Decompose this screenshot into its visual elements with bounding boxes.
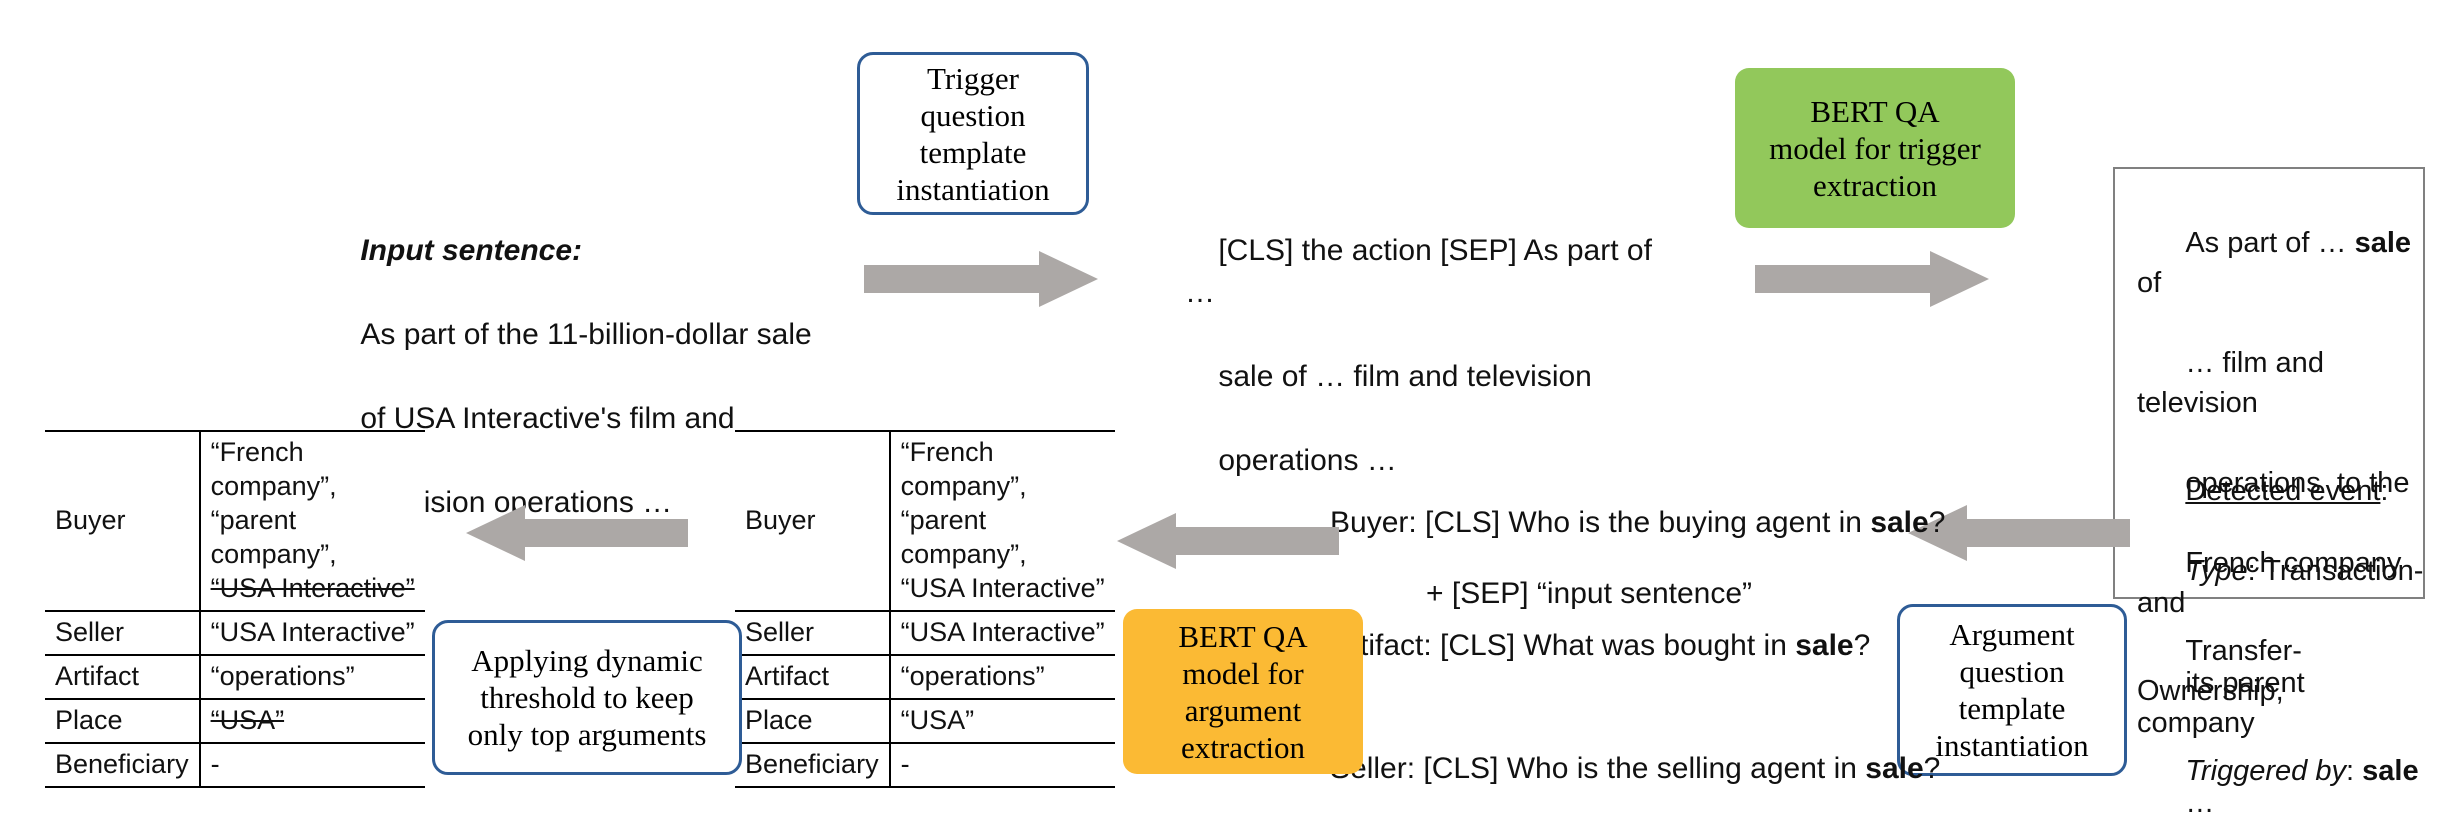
table-cell-role: Place bbox=[45, 698, 201, 744]
table-row: Beneficiary - bbox=[735, 742, 1115, 788]
table-cell-role: Beneficiary bbox=[735, 742, 891, 788]
trigger-question-template-box[interactable]: Trigger question template instantiation bbox=[857, 52, 1089, 215]
argument-template-line-4: instantiation bbox=[1935, 728, 2089, 763]
value-item: “parent company”, bbox=[210, 505, 337, 569]
table-row: Beneficiary - bbox=[45, 742, 425, 788]
detected-event-trigger: Triggered by: sale bbox=[2185, 755, 2419, 787]
table-cell-values: - bbox=[889, 742, 1115, 788]
input-sentence-label: Input sentence: bbox=[360, 234, 583, 267]
trigger-model-line-1: BERT QA bbox=[1810, 93, 1940, 129]
trigger-template-line-4: instantiation bbox=[896, 171, 1050, 207]
argument-question-row-0: Buyer: [CLS] Who is the buying agent in … bbox=[1330, 506, 1946, 539]
arrow-input-to-trigger-question bbox=[864, 251, 1098, 307]
arrow-trigger-question-to-model bbox=[1755, 251, 1989, 307]
table-row: Buyer “French company”, “parent company”… bbox=[45, 430, 425, 612]
argument-template-line-2: question bbox=[1959, 654, 2065, 689]
detected-event-type-continued: Transfer-Ownership, bbox=[2137, 635, 2302, 707]
bert-qa-argument-model-box[interactable]: BERT QA model for argument extraction bbox=[1123, 609, 1363, 774]
threshold-line-2: threshold to keep bbox=[480, 680, 694, 715]
bert-qa-trigger-model-box[interactable]: BERT QA model for trigger extraction bbox=[1735, 68, 2015, 228]
value-item: “USA Interactive” bbox=[900, 573, 1105, 603]
detected-event-context-line-1: As part of … sale of bbox=[2137, 227, 2420, 299]
table-row: Artifact “operations” bbox=[735, 654, 1115, 700]
value-item: “parent company”, bbox=[900, 505, 1027, 569]
table-row: Artifact “operations” bbox=[45, 654, 425, 700]
argument-questions-suffix: + [SEP] “input sentence” bbox=[1426, 577, 1753, 610]
threshold-line-3: only top arguments bbox=[467, 717, 707, 752]
argument-question-row-1: Artifact: [CLS] What was bought in sale? bbox=[1330, 629, 1871, 662]
argument-template-line-3: template bbox=[1958, 691, 2066, 726]
detected-event-context-line-2: … film and television bbox=[2137, 347, 2333, 419]
arrow-right-icon bbox=[1755, 251, 1989, 307]
table-cell-role: Place bbox=[735, 698, 891, 744]
detected-event-box: As part of … sale of … film and televisi… bbox=[2113, 167, 2425, 819]
arrow-left-icon bbox=[1908, 505, 2130, 561]
argument-template-line-1: Argument bbox=[1949, 617, 2075, 652]
value-item: “French company”, bbox=[210, 437, 337, 501]
table-cell-values: “USA Interactive” bbox=[889, 610, 1115, 656]
argument-question-template-box[interactable]: Argument question template instantiation bbox=[1897, 604, 2127, 776]
table-row: Seller “USA Interactive” bbox=[735, 610, 1115, 656]
argument-model-line-2: model for bbox=[1182, 655, 1304, 691]
table-cell-values: “French company”, “parent company”, “USA… bbox=[889, 430, 1115, 612]
argument-question-row-2: Seller: [CLS] Who is the selling agent i… bbox=[1330, 752, 1941, 785]
detected-event-summary: Detected event: Type: Transaction- Trans… bbox=[2137, 431, 2427, 822]
table-cell-role: Artifact bbox=[45, 654, 201, 700]
detected-event-context-line-6: … bbox=[2185, 787, 2215, 819]
value-item: “French company”, bbox=[900, 437, 1027, 501]
trigger-template-line-2: question bbox=[920, 97, 1026, 133]
trigger-question-text: [CLS] the action [SEP] As part of … sale… bbox=[1185, 188, 1685, 524]
detected-event-context-line-5: its parent company bbox=[2137, 667, 2313, 739]
table-cell-role: Artifact bbox=[735, 654, 891, 700]
value-item-struck: “USA Interactive” bbox=[210, 573, 415, 603]
threshold-line-1: Applying dynamic bbox=[471, 643, 703, 678]
input-sentence-line-2: of USA Interactive's film and bbox=[360, 402, 735, 435]
trigger-model-line-3: extraction bbox=[1813, 167, 1937, 203]
table-row: Place “USA” bbox=[45, 698, 425, 744]
table-cell-values: “USA” bbox=[889, 698, 1115, 744]
table-cell-values: - bbox=[199, 742, 425, 788]
argument-model-line-3: argument bbox=[1184, 692, 1302, 728]
table-cell-values: “USA Interactive” bbox=[199, 610, 425, 656]
trigger-template-line-1: Trigger bbox=[927, 60, 1019, 96]
table-cell-role: Buyer bbox=[45, 430, 201, 612]
trigger-question-line-3: operations … bbox=[1218, 444, 1397, 477]
argument-model-line-4: extraction bbox=[1181, 729, 1305, 765]
table-cell-role: Seller bbox=[735, 610, 891, 656]
dynamic-threshold-box[interactable]: Applying dynamic threshold to keep only … bbox=[432, 620, 742, 775]
filtered-arguments-table: Buyer “French company”, “parent company”… bbox=[45, 430, 425, 788]
arrow-right-icon bbox=[864, 251, 1098, 307]
trigger-question-line-1: [CLS] the action [SEP] As part of … bbox=[1185, 234, 1661, 309]
arrow-argument-questions-to-model bbox=[1117, 513, 1339, 569]
arrow-detected-event-to-argument-questions bbox=[1908, 505, 2130, 561]
detected-event-context: As part of … sale of … film and televisi… bbox=[2137, 183, 2417, 822]
table-cell-values: “operations” bbox=[199, 654, 425, 700]
input-sentence-line-1: As part of the 11-billion-dollar sale bbox=[360, 318, 812, 351]
table-cell-role: Seller bbox=[45, 610, 201, 656]
arrow-left-icon bbox=[1117, 513, 1339, 569]
table-cell-values: “French company”, “parent company”, “USA… bbox=[199, 430, 425, 612]
detected-event-heading: Detected event: bbox=[2185, 475, 2389, 507]
table-row: Place “USA” bbox=[735, 698, 1115, 744]
arrow-left-icon bbox=[466, 505, 688, 561]
trigger-template-line-3: template bbox=[919, 134, 1027, 170]
trigger-question-line-2: sale of … film and television bbox=[1218, 360, 1592, 393]
trigger-model-line-2: model for trigger bbox=[1769, 130, 1981, 166]
table-row: Buyer “French company”, “parent company”… bbox=[735, 430, 1115, 612]
detected-event-context-line-4: French company and bbox=[2137, 547, 2410, 619]
argument-model-line-1: BERT QA bbox=[1178, 618, 1308, 654]
table-cell-role: Buyer bbox=[735, 430, 891, 612]
table-row: Seller “USA Interactive” bbox=[45, 610, 425, 656]
arrow-raw-table-to-filtered-table bbox=[466, 505, 688, 561]
detected-event-type: Type: Transaction- bbox=[2185, 555, 2424, 587]
argument-questions-block: Buyer: [CLS] Who is the buying agent in … bbox=[1330, 420, 1950, 822]
table-cell-role: Beneficiary bbox=[45, 742, 201, 788]
table-cell-values-struck: “USA” bbox=[199, 698, 425, 744]
table-cell-values: “operations” bbox=[889, 654, 1115, 700]
detected-event-context-line-3: operations to the bbox=[2185, 467, 2410, 499]
raw-arguments-table: Buyer “French company”, “parent company”… bbox=[735, 430, 1115, 788]
trigger-word-highlight: sale bbox=[2354, 227, 2412, 259]
